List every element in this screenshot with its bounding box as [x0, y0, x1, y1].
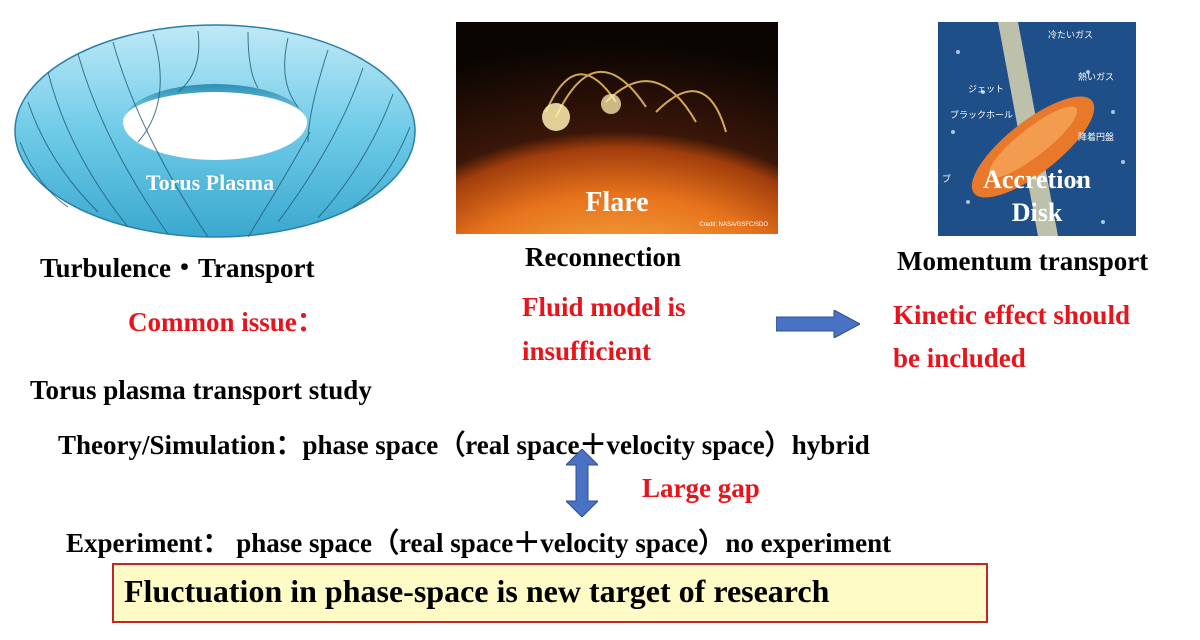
experiment-line: Experiment： phase space（real space＋veloc…: [66, 528, 892, 558]
annotation-accretion-disk: 降着円盤: [1078, 133, 1115, 143]
large-gap-label: Large gap: [642, 473, 760, 503]
caption-reconnection: Reconnection: [525, 242, 681, 272]
torus-plasma-label: Torus Plasma: [145, 170, 275, 195]
annotation-partial: ブ: [942, 175, 952, 185]
caption-momentum-transport: Momentum transport: [897, 246, 1149, 276]
annotation-black-hole: ブラックホール: [950, 111, 1014, 121]
solar-flare-image: Flare Credit: NASA/GSFC/SDO: [456, 22, 778, 234]
study-heading: Torus plasma transport study: [30, 375, 372, 405]
right-arrow-icon: [776, 310, 860, 338]
accretion-disk-figure: 冷たいガス 熱いガス ジェット ブラックホール 降着円盤 ブ Accretion…: [938, 22, 1136, 236]
accretion-disk-label-line1: Accretion: [983, 165, 1091, 194]
fluid-model-line1: Fluid model is: [522, 292, 686, 322]
annotation-hot-gas: 熱いガス: [1078, 73, 1115, 83]
common-issue-label: Common issue：: [128, 307, 324, 337]
annotation-cold-gas: 冷たいガス: [1048, 31, 1094, 41]
theory-simulation-line: Theory/Simulation：phase space（real space…: [58, 430, 870, 460]
accretion-disk-label-line2: Disk: [1011, 198, 1063, 227]
torus-plasma-figure: [14, 24, 416, 238]
conclusion-text: Fluctuation in phase-space is new target…: [124, 573, 830, 609]
conclusion-box: Fluctuation in phase-space is new target…: [112, 563, 988, 623]
caption-turbulence-transport: Turbulence・Transport: [40, 253, 315, 283]
fluid-model-line2: insufficient: [522, 336, 652, 366]
up-down-arrow-icon: [566, 449, 598, 517]
image-credit: Credit: NASA/GSFC/SDO: [699, 222, 768, 228]
flare-label: Flare: [585, 187, 649, 218]
annotation-jet: ジェット: [968, 85, 1005, 95]
kinetic-effect-line1: Kinetic effect should: [893, 300, 1130, 330]
kinetic-effect-line2: be included: [893, 343, 1026, 373]
